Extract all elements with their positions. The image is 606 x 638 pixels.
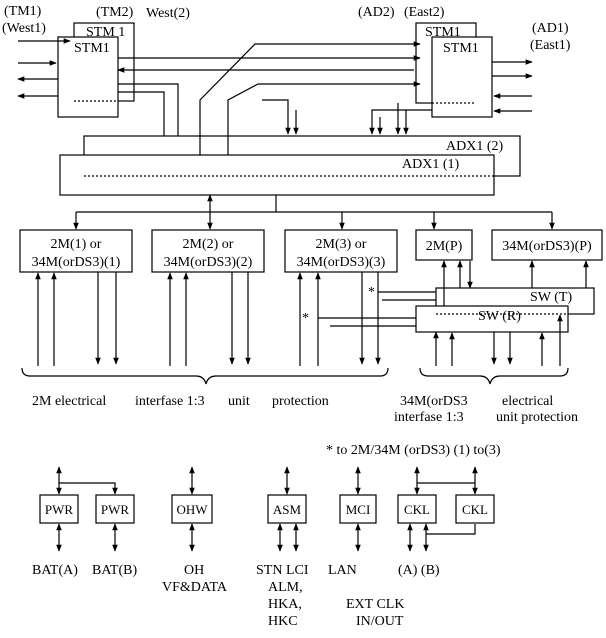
trib-box-3-line2: 34M(orDS3)(3) bbox=[297, 255, 386, 270]
stm-front-right-label: STM1 bbox=[443, 41, 479, 56]
pwr-a-label: PWR bbox=[45, 502, 74, 517]
caption-34m-line2b: unit protection bbox=[496, 410, 578, 425]
vf-data-label: VF&DATA bbox=[162, 580, 228, 595]
in-out-label: IN/OUT bbox=[356, 614, 404, 629]
trib-box-34mp-label: 34M(orDS3)(P) bbox=[502, 239, 592, 254]
mci-label: MCI bbox=[346, 502, 371, 517]
trib-box-2mp bbox=[415, 229, 473, 261]
tributary-boxes bbox=[19, 229, 603, 273]
caption-2m-electrical: 2M electrical bbox=[32, 394, 106, 409]
ad1-label: (AD1) bbox=[532, 21, 569, 36]
ckl-a-label: CKL bbox=[404, 502, 430, 517]
adx-distribution-bus bbox=[73, 194, 555, 230]
west1-label: (West1) bbox=[2, 21, 46, 36]
tributary-io-arrows bbox=[35, 260, 589, 366]
trib-box-1-line2: 34M(orDS3)(1) bbox=[32, 255, 121, 270]
sw-r-box bbox=[415, 305, 569, 333]
asm-box bbox=[267, 494, 307, 524]
switch-group bbox=[415, 287, 595, 333]
top-labels: (TM1) (West1) (TM2) West(2) (AD2) (East2… bbox=[2, 4, 571, 53]
lan-label: LAN bbox=[328, 563, 357, 578]
trib-box-2-line2: 34M(orDS3)(2) bbox=[164, 255, 253, 270]
trib-box-3-line1: 2M(3) or bbox=[316, 237, 367, 252]
ohw-label: OHW bbox=[176, 502, 208, 517]
bottom-units bbox=[39, 494, 495, 524]
caption-protection: protection bbox=[272, 394, 329, 409]
adx-front-box bbox=[59, 154, 495, 196]
ckl-b-label: CKL bbox=[462, 502, 488, 517]
bottom-io-labels: BAT(A) BAT(B) OH VF&DATA STN LCI ALM, HK… bbox=[32, 563, 440, 629]
hkc-label: HKC bbox=[268, 614, 298, 629]
stm-left-group bbox=[57, 22, 135, 118]
ad2-label: (AD2) bbox=[358, 5, 395, 20]
lan-ab-label: (A) (B) bbox=[398, 563, 440, 578]
west2-label: West(2) bbox=[146, 6, 190, 21]
stn-lci-label: STN LCI bbox=[256, 563, 309, 578]
pwr-b-label: PWR bbox=[101, 502, 130, 517]
east-line-arrows bbox=[492, 59, 533, 114]
trib-box-2mp-label: 2M(P) bbox=[426, 239, 463, 254]
stm-right-group bbox=[415, 22, 493, 118]
caption-34m-line1b: electrical bbox=[502, 394, 553, 409]
stm-back-left-label: STM 1 bbox=[86, 25, 125, 40]
trib-box-3 bbox=[284, 229, 398, 273]
tributary-labels: 2M(1) or 34M(orDS3)(1) 2M(2) or 34M(orDS… bbox=[32, 237, 592, 270]
hka-label: HKA, bbox=[268, 597, 302, 612]
alm-label: ALM, bbox=[268, 580, 303, 595]
stm-front-left-box bbox=[57, 36, 119, 118]
bat-a-label: BAT(A) bbox=[32, 563, 78, 578]
trib-box-1-line1: 2M(1) or bbox=[51, 237, 102, 252]
caption-interfase: interfase 1:3 bbox=[135, 394, 205, 409]
tm1-label: (TM1) bbox=[4, 4, 42, 19]
sw-r-label: SW (R) bbox=[478, 309, 521, 324]
trib-box-34mp bbox=[491, 229, 603, 261]
stm-front-left-label: STM1 bbox=[74, 41, 110, 56]
ext-clk-label: EXT CLK bbox=[346, 597, 404, 612]
adx-front-label: ADX1 (1) bbox=[402, 157, 459, 172]
pwr-a-box bbox=[39, 494, 79, 524]
trib-box-2-line1: 2M(2) or bbox=[183, 237, 234, 252]
mci-box bbox=[339, 494, 377, 524]
captions: 2M electrical interfase 1:3 unit protect… bbox=[32, 394, 578, 458]
footnote: * to 2M/34M (orDS3) (1) to(3) bbox=[326, 443, 501, 458]
brace-34m-group bbox=[419, 367, 569, 385]
stm-to-adx-links bbox=[118, 83, 432, 155]
east2-label: (East2) bbox=[404, 5, 445, 20]
bat-b-label: BAT(B) bbox=[92, 563, 137, 578]
bottom-unit-labels: PWR PWR OHW ASM MCI CKL CKL bbox=[45, 502, 488, 517]
trib-box-2 bbox=[151, 229, 265, 273]
stm-back-right-label: STM1 bbox=[425, 25, 461, 40]
west-line-arrows bbox=[17, 38, 71, 99]
stm-front-right-box bbox=[431, 36, 493, 118]
bottom-unit-arrows bbox=[56, 466, 478, 552]
east1-label: (East1) bbox=[530, 38, 571, 53]
ckl-a-box bbox=[397, 494, 437, 524]
asm-label: ASM bbox=[273, 502, 302, 517]
trib-box-1 bbox=[19, 229, 133, 273]
ckl-b-box bbox=[455, 494, 495, 524]
tm2-label: (TM2) bbox=[96, 5, 134, 20]
adx-group bbox=[59, 135, 521, 196]
stm-cross-connections bbox=[117, 41, 421, 118]
adx-back-label: ADX1 (2) bbox=[446, 139, 503, 154]
group-braces bbox=[21, 367, 569, 385]
ohw-box bbox=[171, 494, 213, 524]
caption-34m-line2a: interfase 1:3 bbox=[394, 410, 464, 425]
star-marker-1: * bbox=[368, 285, 375, 300]
pwr-b-box bbox=[95, 494, 135, 524]
brace-2m-group bbox=[21, 367, 389, 385]
oh-label: OH bbox=[184, 563, 204, 578]
star-marker-2: * bbox=[302, 311, 309, 326]
sw-t-label: SW (T) bbox=[530, 290, 572, 305]
caption-34m-line1a: 34M(orDS3 bbox=[400, 394, 468, 409]
caption-unit: unit bbox=[228, 394, 250, 409]
